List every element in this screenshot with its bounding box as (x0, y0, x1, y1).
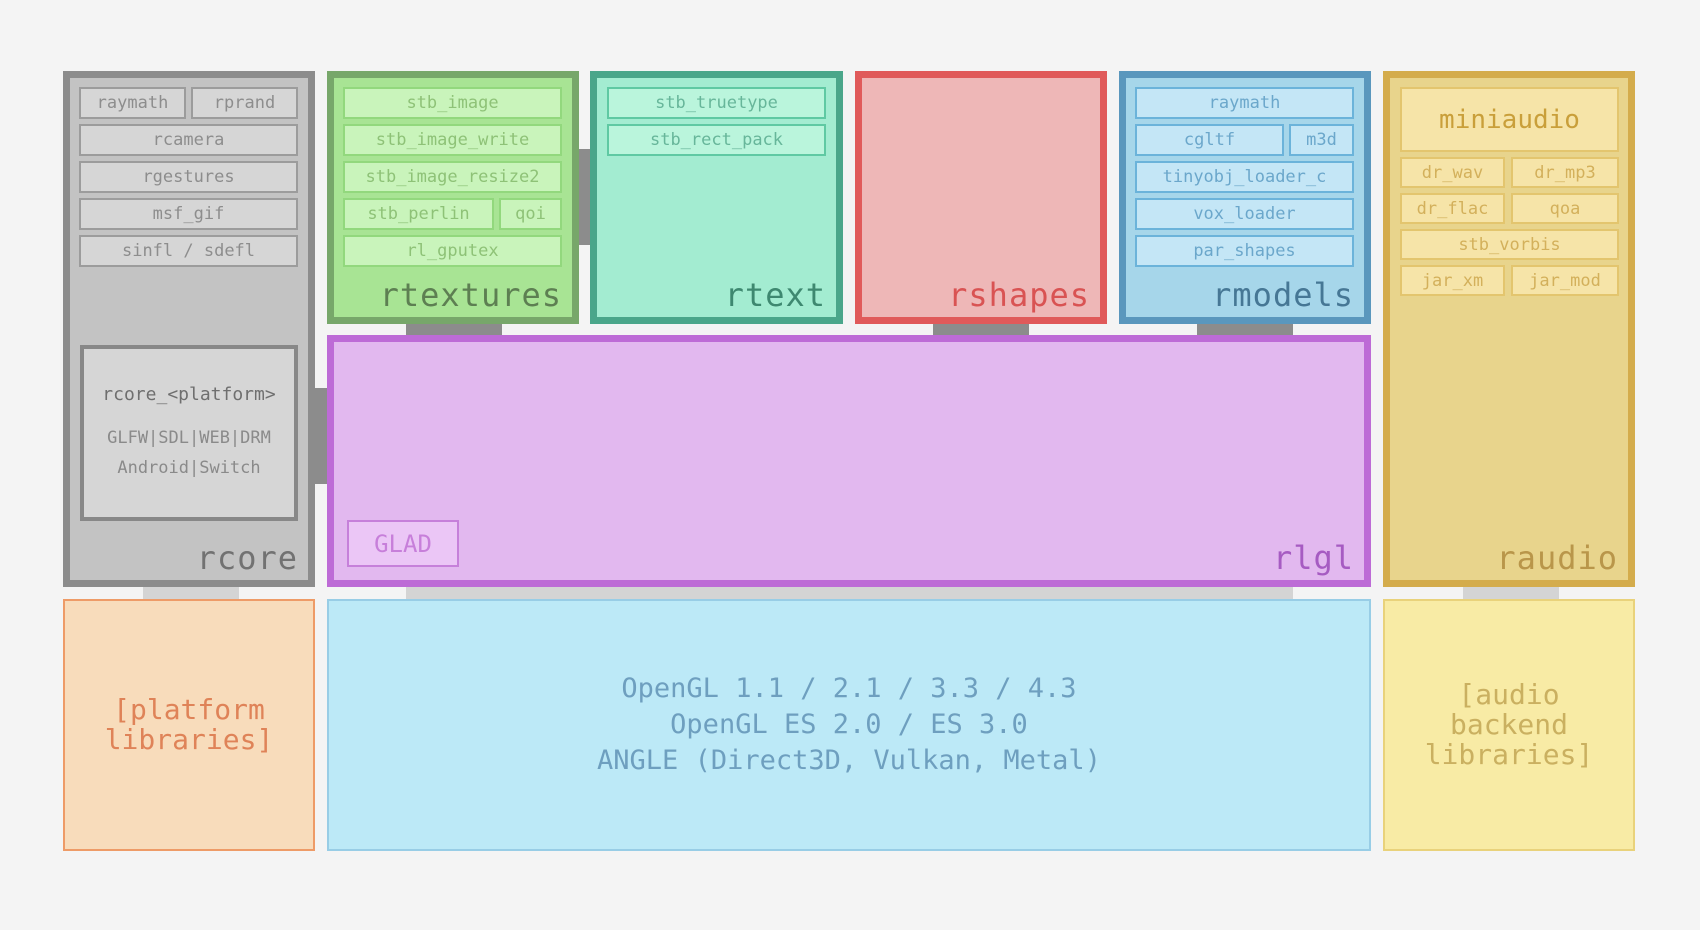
rcore-platform-title: rcore_<platform> (102, 383, 276, 405)
rtext-item-stb-truetype: stb_truetype (607, 87, 826, 119)
rtextures-item-rl-gputex: rl_gputex (343, 235, 562, 267)
rtext-title: rtext (724, 276, 826, 314)
connector-rmodels-rlgl (1197, 322, 1293, 337)
rcore-item-rgestures: rgestures (79, 161, 298, 193)
raudio-item-miniaudio: miniaudio (1400, 87, 1619, 152)
rmodels-item-par-shapes: par_shapes (1135, 235, 1354, 267)
connector-rcore-platform (143, 585, 239, 601)
rcore-item-raymath: raymath (79, 87, 186, 119)
rmodels-item-raymath: raymath (1135, 87, 1354, 119)
raudio-item-dr-wav: dr_wav (1400, 157, 1505, 188)
rmodels-module: raymath cgltf m3d tinyobj_loader_c vox_l… (1119, 71, 1371, 324)
rtextures-item-stb-image: stb_image (343, 87, 562, 119)
raudio-item-dr-mp3: dr_mp3 (1511, 157, 1619, 188)
raudio-item-stb-vorbis: stb_vorbis (1400, 229, 1619, 260)
connector-rtextures-rtext (577, 149, 592, 245)
raudio-item-qoa: qoa (1511, 193, 1619, 224)
raudio-item-jar-xm: jar_xm (1400, 265, 1505, 296)
rtextures-item-stb-image-resize2: stb_image_resize2 (343, 161, 562, 193)
raudio-title: raudio (1496, 539, 1618, 577)
raudio-item-jar-mod: jar_mod (1511, 265, 1619, 296)
raudio-item-dr-flac: dr_flac (1400, 193, 1505, 224)
rcore-item-msf-gif: msf_gif (79, 198, 298, 230)
rcore-item-rcamera: rcamera (79, 124, 298, 156)
rmodels-item-tinyobj-loader-c: tinyobj_loader_c (1135, 161, 1354, 193)
connector-rshapes-rlgl (933, 322, 1029, 337)
connector-rtextures-rlgl (406, 322, 502, 337)
audio-libraries-line3: libraries] (1424, 738, 1594, 771)
rshapes-title: rshapes (948, 276, 1090, 314)
rtextures-item-stb-image-write: stb_image_write (343, 124, 562, 156)
opengl-backend-box: OpenGL 1.1 / 2.1 / 3.3 / 4.3 OpenGL ES 2… (327, 599, 1371, 851)
rtextures-item-stb-perlin: stb_perlin (343, 198, 494, 230)
rlgl-title: rlgl (1272, 539, 1354, 577)
rtext-item-stb-rect-pack: stb_rect_pack (607, 124, 826, 156)
opengl-line1: OpenGL 1.1 / 2.1 / 3.3 / 4.3 (621, 673, 1077, 704)
rmodels-item-vox-loader: vox_loader (1135, 198, 1354, 230)
rmodels-item-cgltf: cgltf (1135, 124, 1284, 156)
rcore-platform-box: rcore_<platform> GLFW|SDL|WEB|DRM Androi… (80, 345, 298, 521)
rtextures-module: stb_image stb_image_write stb_image_resi… (327, 71, 579, 324)
rmodels-item-m3d: m3d (1289, 124, 1354, 156)
rcore-platform-line2: Android|Switch (117, 457, 261, 478)
audio-backend-libraries-box: [audio backend libraries] (1383, 599, 1635, 851)
platform-libraries-line2: libraries] (104, 723, 274, 756)
platform-libraries-line1: [platform (113, 693, 265, 726)
connector-raudio-audio (1463, 585, 1559, 601)
rlgl-module: rlgl (327, 335, 1371, 587)
glad-box: GLAD (347, 520, 459, 567)
rcore-platform-line1: GLFW|SDL|WEB|DRM (107, 427, 271, 448)
opengl-line3: ANGLE (Direct3D, Vulkan, Metal) (597, 745, 1101, 776)
rmodels-title: rmodels (1212, 276, 1354, 314)
connector-rcore-rlgl (313, 388, 329, 484)
rtextures-title: rtextures (379, 276, 562, 314)
opengl-line2: OpenGL ES 2.0 / ES 3.0 (670, 709, 1028, 740)
rcore-item-rprand: rprand (191, 87, 298, 119)
audio-libraries-line1: [audio (1458, 678, 1560, 711)
rcore-item-sinfl-sdefl: sinfl / sdefl (79, 235, 298, 267)
connector-rlgl-opengl (406, 585, 1293, 601)
rtextures-item-qoi: qoi (499, 198, 562, 230)
rcore-title: rcore (196, 539, 298, 577)
audio-libraries-line2: backend (1449, 708, 1568, 741)
rtext-module: stb_truetype stb_rect_pack rtext (590, 71, 843, 324)
platform-libraries-box: [platform libraries] (63, 599, 315, 851)
raudio-module: miniaudio dr_wav dr_mp3 dr_flac qoa stb_… (1383, 71, 1635, 587)
rshapes-module: rshapes (855, 71, 1107, 324)
